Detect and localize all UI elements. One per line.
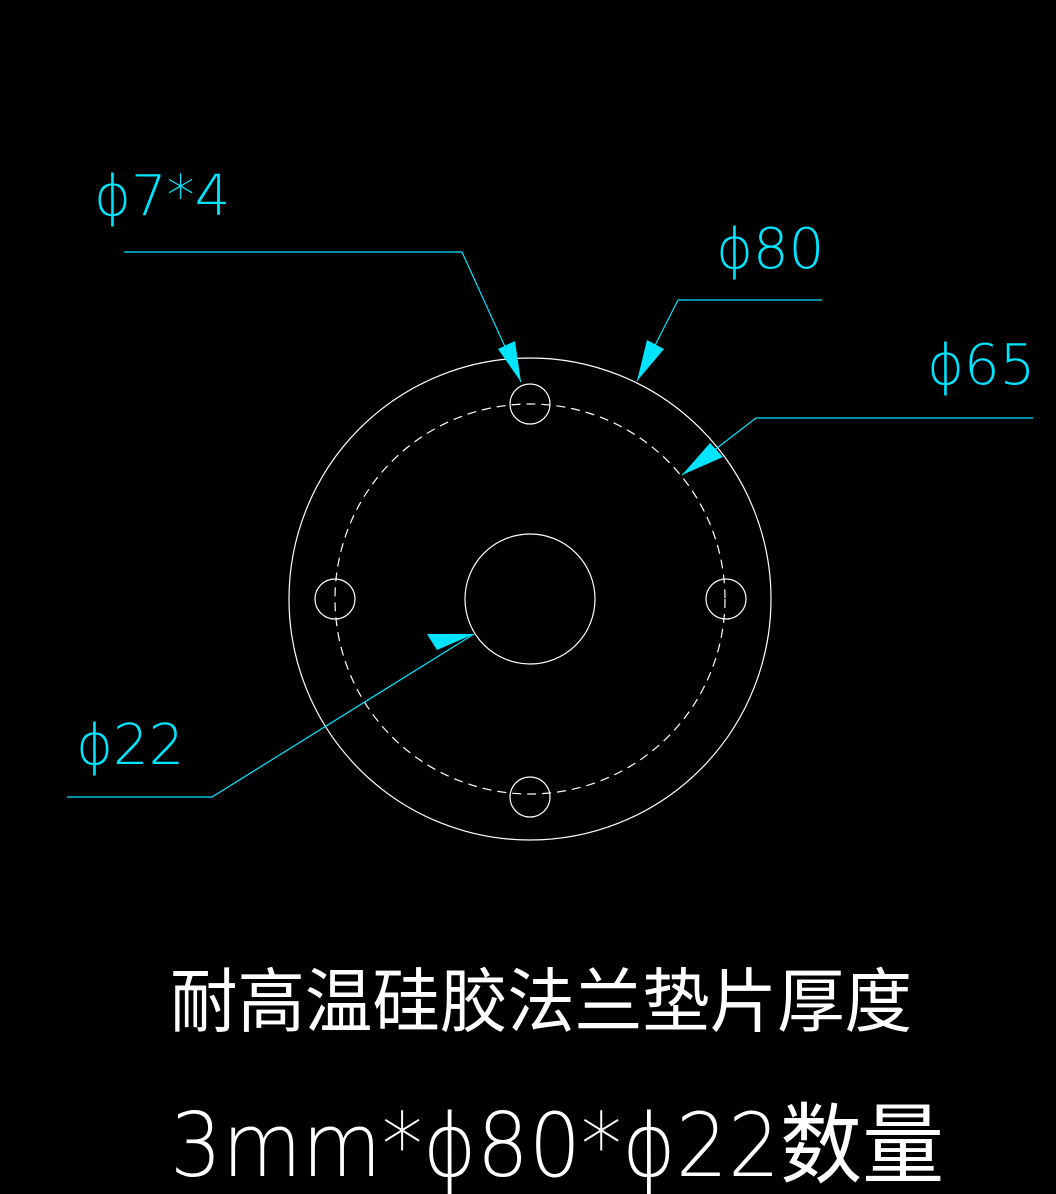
arrowhead-inner-diameter [427,634,474,650]
arrowhead-outer-diameter [637,340,664,381]
title-line-2: 3mm*ϕ80*ϕ22数量 [170,1094,944,1194]
dimension-arrowheads [427,340,723,650]
gasket-geometry [288,357,772,841]
leader-inner-diameter [67,633,475,798]
bolt-hole-top [509,383,551,425]
arrowhead-bolt-holes [498,341,521,382]
title-line-1: 耐高温硅胶法兰垫片厚度 [170,961,912,1043]
label-bolt-circle: ϕ65 [927,333,1035,398]
label-outer-diameter: ϕ80 [716,217,824,282]
label-bolt-holes: ϕ7*4 [94,164,230,229]
bolt-hole-bottom [509,776,551,818]
label-inner-diameter: ϕ22 [76,713,184,778]
leader-bolt-circle [681,417,1033,476]
leader-bolt-holes [124,251,522,383]
bolt-hole-left [314,578,356,620]
leader-outer-diameter [636,299,822,382]
dimension-leaders [67,251,1033,798]
bolt-circle-centerline [334,403,726,795]
arrowhead-bolt-circle [682,443,723,475]
inner-bore-circle [464,533,596,665]
outer-circle [288,357,772,841]
bolt-hole-right [705,578,747,620]
